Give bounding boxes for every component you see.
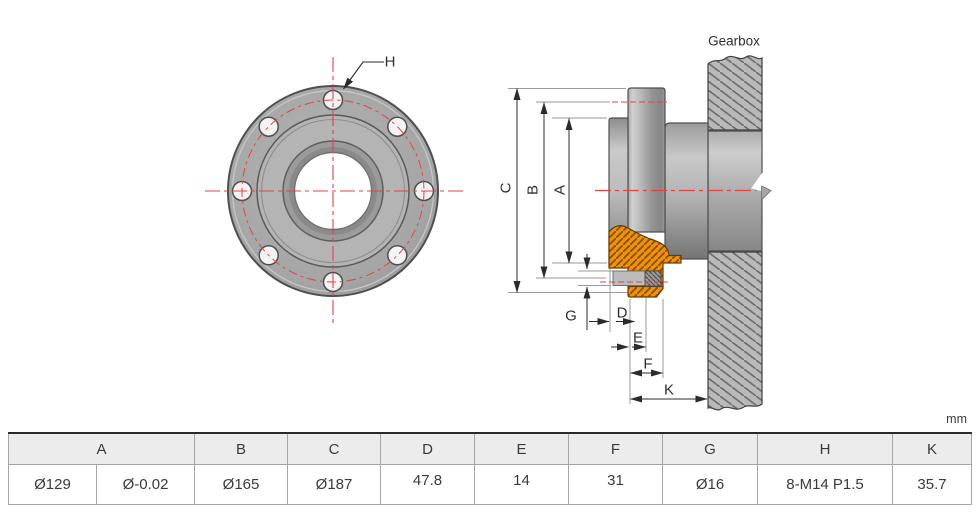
nut-section (612, 270, 646, 286)
extension-lines (508, 88, 664, 404)
table-header-e: E (474, 432, 570, 465)
table-header-row: A B C D E F G H K (7, 432, 973, 465)
dimension-lines (513, 88, 708, 403)
gearbox-wall-bottom (707, 251, 763, 411)
bolt-section (644, 270, 662, 287)
table-header-h: H (757, 432, 894, 465)
table-header-b: B (194, 432, 289, 465)
value-e-text: 14 (513, 472, 530, 489)
drawing-canvas (205, 55, 772, 411)
table-header-k: K (892, 432, 973, 465)
dimension-table: A B C D E F G H K Ø129 Ø-0.02 Ø165 Ø187 … (7, 432, 973, 505)
dim-label-g: G (565, 307, 577, 325)
table-header-f: F (568, 432, 664, 465)
value-e: 14 (474, 464, 570, 505)
units-label: mm (946, 412, 967, 426)
dim-label-d: D (616, 304, 628, 322)
table-header-a: A (7, 432, 196, 465)
flange-plate (627, 87, 666, 233)
h-leader-line (343, 61, 384, 90)
gearbox-wall-top (707, 55, 763, 131)
front-view (205, 57, 463, 324)
value-f: 31 (568, 464, 664, 505)
dim-label-c: C (497, 182, 515, 194)
dim-label-a: A (551, 184, 569, 196)
shaft-break-notch (751, 171, 764, 192)
value-f-text: 31 (607, 472, 624, 489)
dim-label-b: B (524, 184, 542, 196)
dim-label-k: K (663, 381, 675, 399)
value-a-nominal: Ø129 (8, 464, 97, 505)
value-b: Ø165 (194, 464, 289, 505)
value-a-tolerance: Ø-0.02 (95, 464, 196, 505)
flange-section-tab (627, 285, 664, 298)
table-header-g: G (662, 432, 759, 465)
side-view (508, 55, 772, 411)
dim-label-e: E (632, 329, 644, 347)
value-k: 35.7 (892, 464, 973, 505)
value-c: Ø187 (287, 464, 382, 505)
shaft-break-spike (761, 185, 772, 201)
value-g: Ø16 (662, 464, 759, 505)
value-h: 8-M14 P1.5 (757, 464, 894, 505)
gearbox-label: Gearbox (708, 33, 760, 49)
dim-label-f: F (643, 355, 653, 373)
hole-callout-h: H (384, 53, 396, 71)
flange-section-body (608, 225, 682, 289)
value-d: 47.8 (380, 464, 476, 505)
table-header-c: C (287, 432, 382, 465)
table-value-row: Ø129 Ø-0.02 Ø165 Ø187 47.8 14 31 Ø16 8-M… (8, 464, 973, 505)
table-header-d: D (380, 432, 476, 465)
value-d-text: 47.8 (412, 472, 443, 489)
